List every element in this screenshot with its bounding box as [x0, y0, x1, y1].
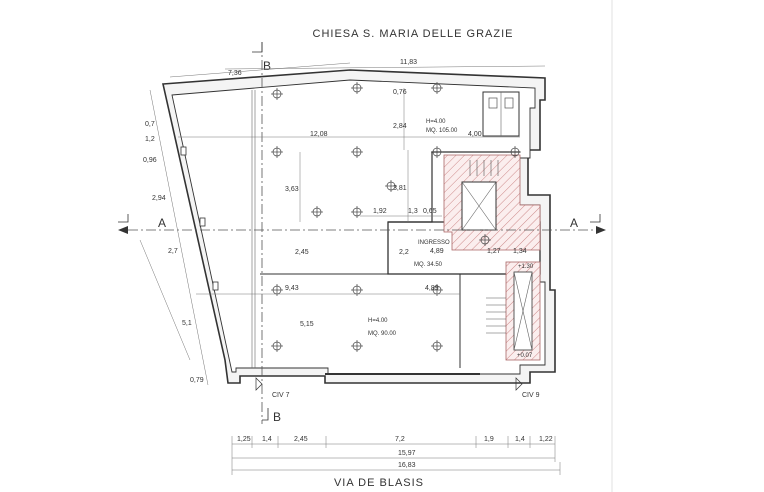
dim-x-1-92: 1,92 — [373, 208, 387, 215]
dim-left-f: 5,1 — [182, 320, 192, 327]
dim-left-b: 1,2 — [145, 136, 155, 143]
dim-bottom-6: 1,22 — [539, 436, 553, 443]
section-a-line — [118, 214, 606, 234]
dim-upper-width: 12,08 — [310, 131, 328, 138]
dim-entry-2-2: 2,2 — [399, 249, 409, 256]
dim-left-e: 2,7 — [168, 248, 178, 255]
dim-bottom-2: 2,45 — [294, 436, 308, 443]
dim-upper-dy2: 2,84 — [393, 123, 407, 130]
dim-bottom-total1: 15,97 — [398, 450, 416, 457]
building-walls — [162, 69, 556, 384]
ceiling-lights — [271, 82, 521, 352]
dim-left-c: 0,96 — [143, 157, 157, 164]
dim-entry-4-89: 4,89 — [430, 248, 444, 255]
section-a-right: A — [570, 216, 578, 230]
section-b-top: B — [263, 59, 271, 73]
dim-upper-dx-right: 4,00 — [468, 131, 482, 138]
upper-room-area: MQ. 105.00 — [426, 128, 458, 134]
level-lower: +0.07 — [517, 353, 533, 359]
dim-entry-1-27: 1,27 — [487, 248, 501, 255]
dim-top-short: 7,36 — [228, 70, 242, 77]
upper-room-height: H=4.00 — [426, 119, 446, 125]
entry-name: INGRESSO — [418, 240, 450, 246]
entry-area: MQ. 34.50 — [414, 262, 443, 268]
dim-entry-1-34: 1,34 — [513, 248, 527, 255]
lower-room-height: H=4.00 — [368, 318, 388, 324]
dim-left-g: 0,79 — [190, 377, 204, 384]
dim-bottom-total2: 16,83 — [398, 462, 416, 469]
section-b-line — [252, 42, 269, 424]
dim-mid-h1: 3,63 — [285, 186, 299, 193]
dim-lower-4-89: 4,89 — [425, 285, 439, 292]
dim-left-a: 0,7 — [145, 121, 155, 128]
dim-left-d: 2,94 — [152, 195, 166, 202]
dim-mid-h2: 3,81 — [393, 185, 407, 192]
dim-x-1-3: 1,3 — [408, 208, 418, 215]
street-label: VIA DE BLASIS — [334, 477, 424, 489]
section-b-bottom: B — [273, 410, 281, 424]
dim-x-0-65: 0,65 — [423, 208, 437, 215]
dim-top-long: 11,83 — [400, 59, 417, 66]
dim-bottom-4: 1,9 — [484, 436, 494, 443]
dimension-lines — [139, 62, 561, 475]
dim-bottom-3: 7,2 — [395, 436, 405, 443]
civic-left: CIV 7 — [272, 392, 290, 399]
section-a-left: A — [158, 216, 166, 230]
dim-h-2-45: 2,45 — [295, 249, 309, 256]
lower-room-area: MQ. 90.00 — [368, 331, 397, 337]
dim-upper-dy1: 0,76 — [393, 89, 407, 96]
civic-right: CIV 9 — [522, 392, 540, 399]
dim-bottom-1: 1,4 — [262, 436, 272, 443]
stair-core — [443, 154, 541, 361]
title-top: CHIESA S. MARIA DELLE GRAZIE — [313, 28, 514, 40]
dim-bottom-0: 1,25 — [237, 436, 251, 443]
dim-lower-5-15: 5,15 — [300, 321, 314, 328]
level-upper: +1.30 — [518, 264, 534, 270]
dim-bottom-5: 1,4 — [515, 436, 525, 443]
dim-lower-9-43: 9,43 — [285, 285, 299, 292]
